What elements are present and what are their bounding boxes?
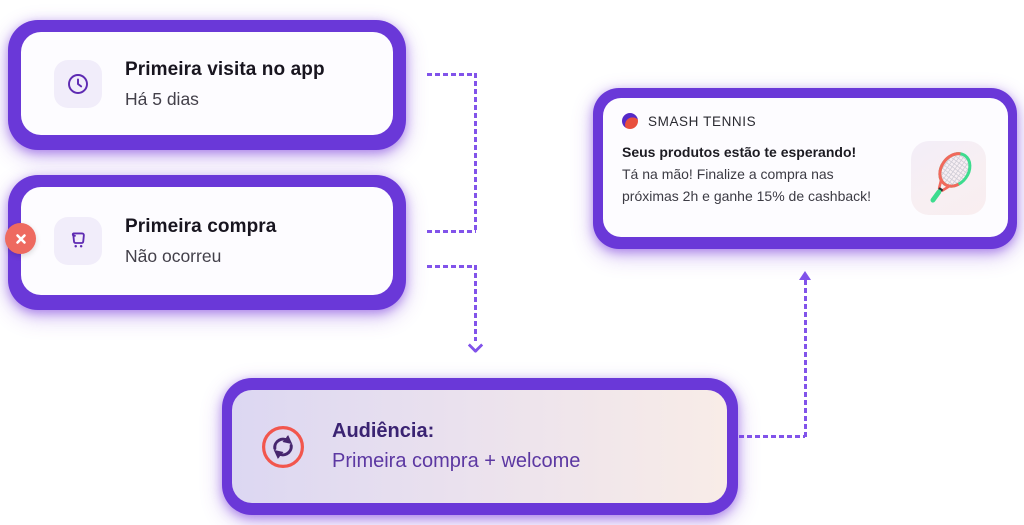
arrow-down-icon	[467, 337, 484, 354]
card-title: Primeira compra	[125, 216, 277, 237]
card-first-visit[interactable]: Primeira visita no app Há 5 dias	[8, 20, 406, 150]
connector-visit-vertical	[474, 73, 477, 233]
clock-icon	[54, 59, 102, 108]
audience-title: Audiência:	[332, 419, 435, 442]
tennis-racket-image	[911, 141, 986, 215]
card-audience-text: Audiência: Primeira compra + welcome	[332, 417, 580, 477]
x-icon[interactable]	[5, 223, 36, 254]
cart-icon	[54, 217, 102, 265]
connector-purchase-horizontal	[427, 265, 476, 268]
sync-icon	[260, 424, 306, 470]
notification-headline: Seus produtos estão te esperando!	[622, 144, 857, 160]
connector-visit-top	[427, 73, 476, 76]
connector-visit-bottom	[427, 230, 476, 233]
connector-audience-vertical	[804, 280, 807, 438]
notification-text: Seus produtos estão te esperando! Tá na …	[622, 139, 911, 207]
card-subtitle: Não ocorreu	[125, 246, 222, 266]
card-first-visit-text: Primeira visita no app Há 5 dias	[125, 56, 325, 112]
card-title: Primeira visita no app	[125, 58, 325, 80]
card-subtitle: Há 5 dias	[125, 88, 199, 109]
connector-purchase-vertical	[474, 265, 477, 341]
notification-body-line2: próximas 2h e ganhe 15% de cashback!	[622, 188, 872, 204]
notification-app-name: SMASH TENNIS	[648, 113, 757, 129]
arrow-up-icon	[799, 271, 811, 280]
notification-body-line1: Tá na mão! Finalize a compra nas	[622, 166, 834, 182]
card-notification[interactable]: SMASH TENNIS Seus produtos estão te espe…	[593, 88, 1017, 249]
connector-audience-horizontal	[739, 435, 805, 438]
notification-header: SMASH TENNIS	[622, 113, 988, 129]
card-audience[interactable]: Audiência: Primeira compra + welcome	[222, 378, 738, 515]
smash-tennis-logo-icon	[622, 113, 638, 129]
audience-subtitle: Primeira compra + welcome	[332, 449, 581, 472]
card-first-purchase-text: Primeira compra Não ocorreu	[125, 213, 276, 269]
card-first-purchase[interactable]: Primeira compra Não ocorreu	[5, 175, 406, 310]
